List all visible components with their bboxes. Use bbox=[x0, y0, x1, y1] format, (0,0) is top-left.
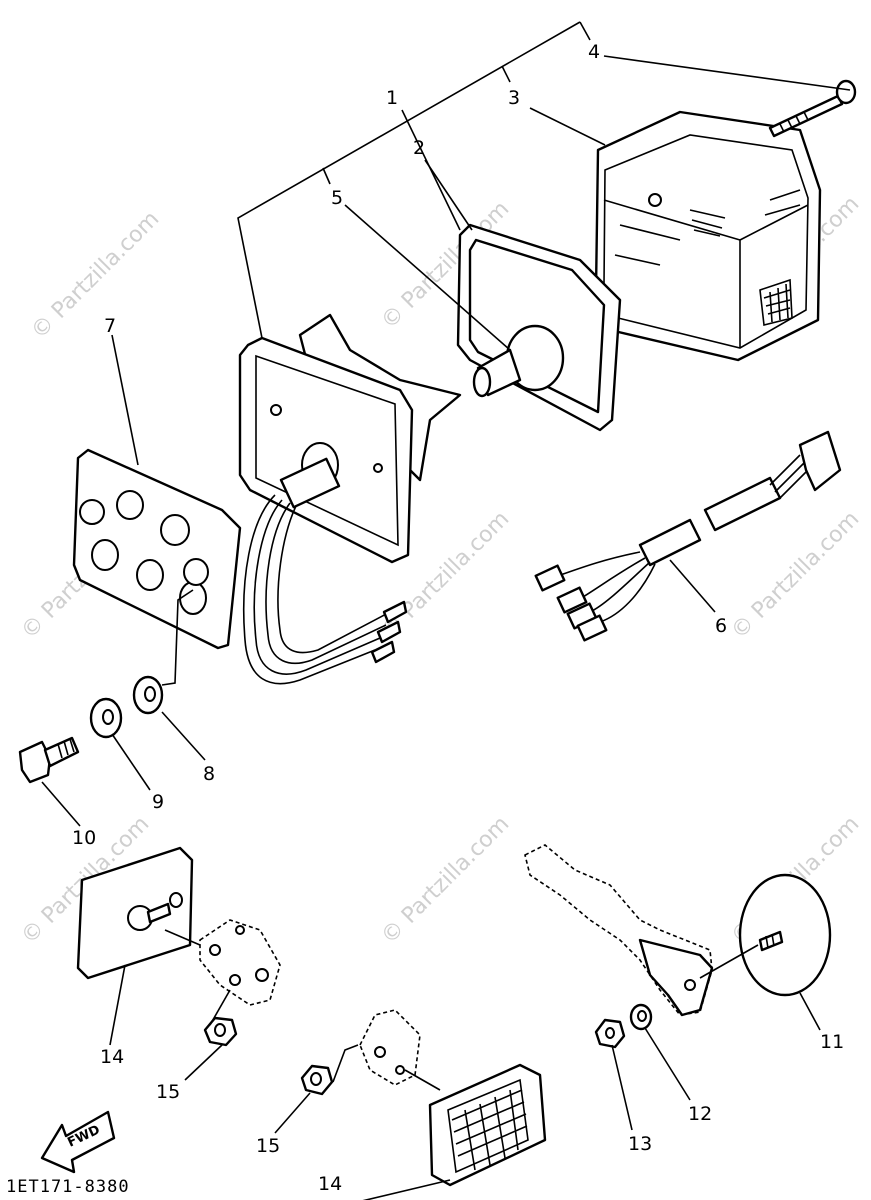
bolt bbox=[18, 736, 80, 784]
reflector-right bbox=[428, 1063, 547, 1187]
reflector-left bbox=[76, 846, 194, 980]
callout-10: 10 bbox=[72, 827, 96, 849]
wire-harness bbox=[534, 430, 842, 642]
screw bbox=[768, 79, 857, 138]
leader-lines bbox=[41, 55, 851, 1200]
figure-code: 1ET171-8380 bbox=[6, 1177, 130, 1197]
callout-1: 1 bbox=[386, 87, 398, 109]
callout-15-bottom: 15 bbox=[256, 1135, 280, 1157]
tail-light-base bbox=[238, 313, 462, 685]
collar bbox=[132, 675, 164, 715]
callout-6: 6 bbox=[715, 615, 727, 637]
washer-small bbox=[629, 1003, 653, 1031]
reflector-disc bbox=[738, 873, 832, 997]
rubber-pad bbox=[72, 448, 242, 650]
callout-9: 9 bbox=[152, 791, 164, 813]
callout-4: 4 bbox=[588, 41, 600, 63]
reflector-bracket-right bbox=[359, 1009, 421, 1086]
callouts: 1 2 3 4 5 6 7 8 9 10 11 12 13 14 14 15 1… bbox=[72, 41, 844, 1195]
fwd-arrow: FWD bbox=[40, 1110, 116, 1174]
washer bbox=[89, 697, 123, 739]
callout-7: 7 bbox=[104, 315, 116, 337]
tail-light-lens bbox=[594, 110, 822, 362]
reflector-bracket-left bbox=[199, 919, 281, 1006]
callout-8: 8 bbox=[203, 763, 215, 785]
watermark: © Partzilla.com bbox=[727, 507, 865, 645]
callout-2: 2 bbox=[413, 137, 425, 159]
callout-11: 11 bbox=[820, 1031, 844, 1053]
nut-right bbox=[594, 1018, 626, 1049]
bulb bbox=[472, 324, 565, 398]
callout-14-left: 14 bbox=[100, 1046, 124, 1068]
assembly-bracket bbox=[237, 21, 591, 339]
callout-13: 13 bbox=[628, 1133, 652, 1155]
watermark: © Partzilla.com bbox=[27, 207, 165, 345]
nut-middle bbox=[300, 1064, 334, 1096]
license-bracket bbox=[524, 844, 714, 1017]
callout-5: 5 bbox=[331, 187, 343, 209]
callout-15-left: 15 bbox=[156, 1081, 180, 1103]
watermark: © Partzilla.com bbox=[377, 812, 515, 950]
callout-12: 12 bbox=[688, 1103, 712, 1125]
callout-3: 3 bbox=[508, 87, 520, 109]
callout-14-bottom: 14 bbox=[318, 1173, 342, 1195]
nut-left bbox=[203, 1016, 238, 1047]
